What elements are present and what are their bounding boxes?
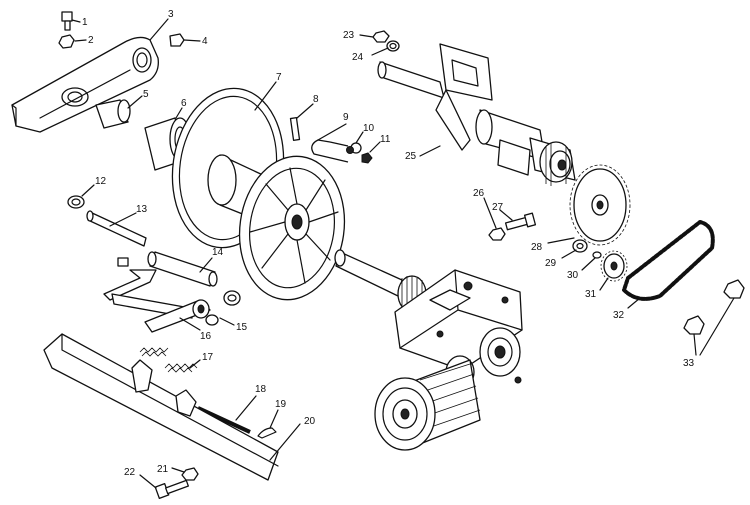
label-25: 25 xyxy=(405,151,417,162)
part-15-bushing: 15 xyxy=(219,290,248,333)
part-25-carrier-assembly: 25 xyxy=(377,43,576,186)
label-26: 26 xyxy=(473,188,485,199)
part-24-washer: 24 xyxy=(352,40,400,63)
label-31: 31 xyxy=(585,289,597,300)
part-27-bolt: 27 xyxy=(492,202,537,231)
part-17-springs: 17 xyxy=(139,347,214,373)
label-21: 21 xyxy=(157,464,169,475)
label-14: 14 xyxy=(212,247,224,258)
label-2: 2 xyxy=(88,35,94,46)
label-22: 22 xyxy=(124,467,136,478)
part-31-sprocket-small: 31 xyxy=(585,250,628,300)
label-27: 27 xyxy=(492,202,504,213)
part-28-sprocket-large: 28 xyxy=(531,164,631,253)
part-19-cotter-pin: 19 xyxy=(257,399,287,439)
label-1: 1 xyxy=(82,17,88,28)
label-11: 11 xyxy=(380,134,391,145)
label-32: 32 xyxy=(613,310,625,321)
label-5: 5 xyxy=(143,89,149,100)
part-10-washer: 10 xyxy=(346,123,375,154)
label-17: 17 xyxy=(202,352,214,363)
label-19: 19 xyxy=(275,399,287,410)
part-11-nut: 11 xyxy=(361,134,391,164)
part-23-nut: 23 xyxy=(343,30,390,43)
part-13-shaft: 13 xyxy=(86,204,148,247)
part-22-bolt: 22 xyxy=(124,467,190,499)
label-8: 8 xyxy=(313,94,319,105)
part-18-rod: 18 xyxy=(197,384,267,434)
part-26-nut: 26 xyxy=(473,188,506,241)
label-28: 28 xyxy=(531,242,543,253)
part-4-fitting: 4 xyxy=(169,33,208,47)
part-20-angle-plate: 20 xyxy=(43,333,316,481)
part-16-linkage: 16 xyxy=(103,257,219,342)
label-7: 7 xyxy=(276,72,282,83)
part-30-spacer: 30 xyxy=(567,251,602,281)
label-10: 10 xyxy=(363,123,375,134)
part-33-nuts: 33 xyxy=(683,279,745,369)
label-9: 9 xyxy=(343,112,349,123)
part-8-pin: 8 xyxy=(289,94,319,141)
part-9-u-bolt: 9 xyxy=(311,112,349,163)
label-23: 23 xyxy=(343,30,355,41)
label-18: 18 xyxy=(255,384,267,395)
part-3-lever-arm: 3 xyxy=(11,9,174,133)
label-3: 3 xyxy=(168,9,174,20)
part-7-drum: 7 xyxy=(171,72,346,301)
label-29: 29 xyxy=(545,258,557,269)
label-16: 16 xyxy=(200,331,212,342)
label-12: 12 xyxy=(95,176,107,187)
part-2-nut: 2 xyxy=(58,34,94,49)
label-4: 4 xyxy=(202,36,208,47)
part-29-washer: 29 xyxy=(545,239,588,269)
part-5-bushing: 5 xyxy=(95,89,149,129)
label-30: 30 xyxy=(567,270,579,281)
part-14-tube: 14 xyxy=(147,247,224,287)
label-6: 6 xyxy=(181,98,187,109)
label-15: 15 xyxy=(236,322,248,333)
label-33: 33 xyxy=(683,358,695,369)
label-24: 24 xyxy=(352,52,364,63)
part-32-chain: 32 xyxy=(613,220,715,321)
part-21-nut: 21 xyxy=(157,464,199,481)
part-1-bolt: 1 xyxy=(61,11,88,31)
gearbox-motor-assembly xyxy=(334,249,523,451)
label-13: 13 xyxy=(136,204,148,215)
part-12-washer: 12 xyxy=(67,176,107,209)
label-20: 20 xyxy=(304,416,316,427)
